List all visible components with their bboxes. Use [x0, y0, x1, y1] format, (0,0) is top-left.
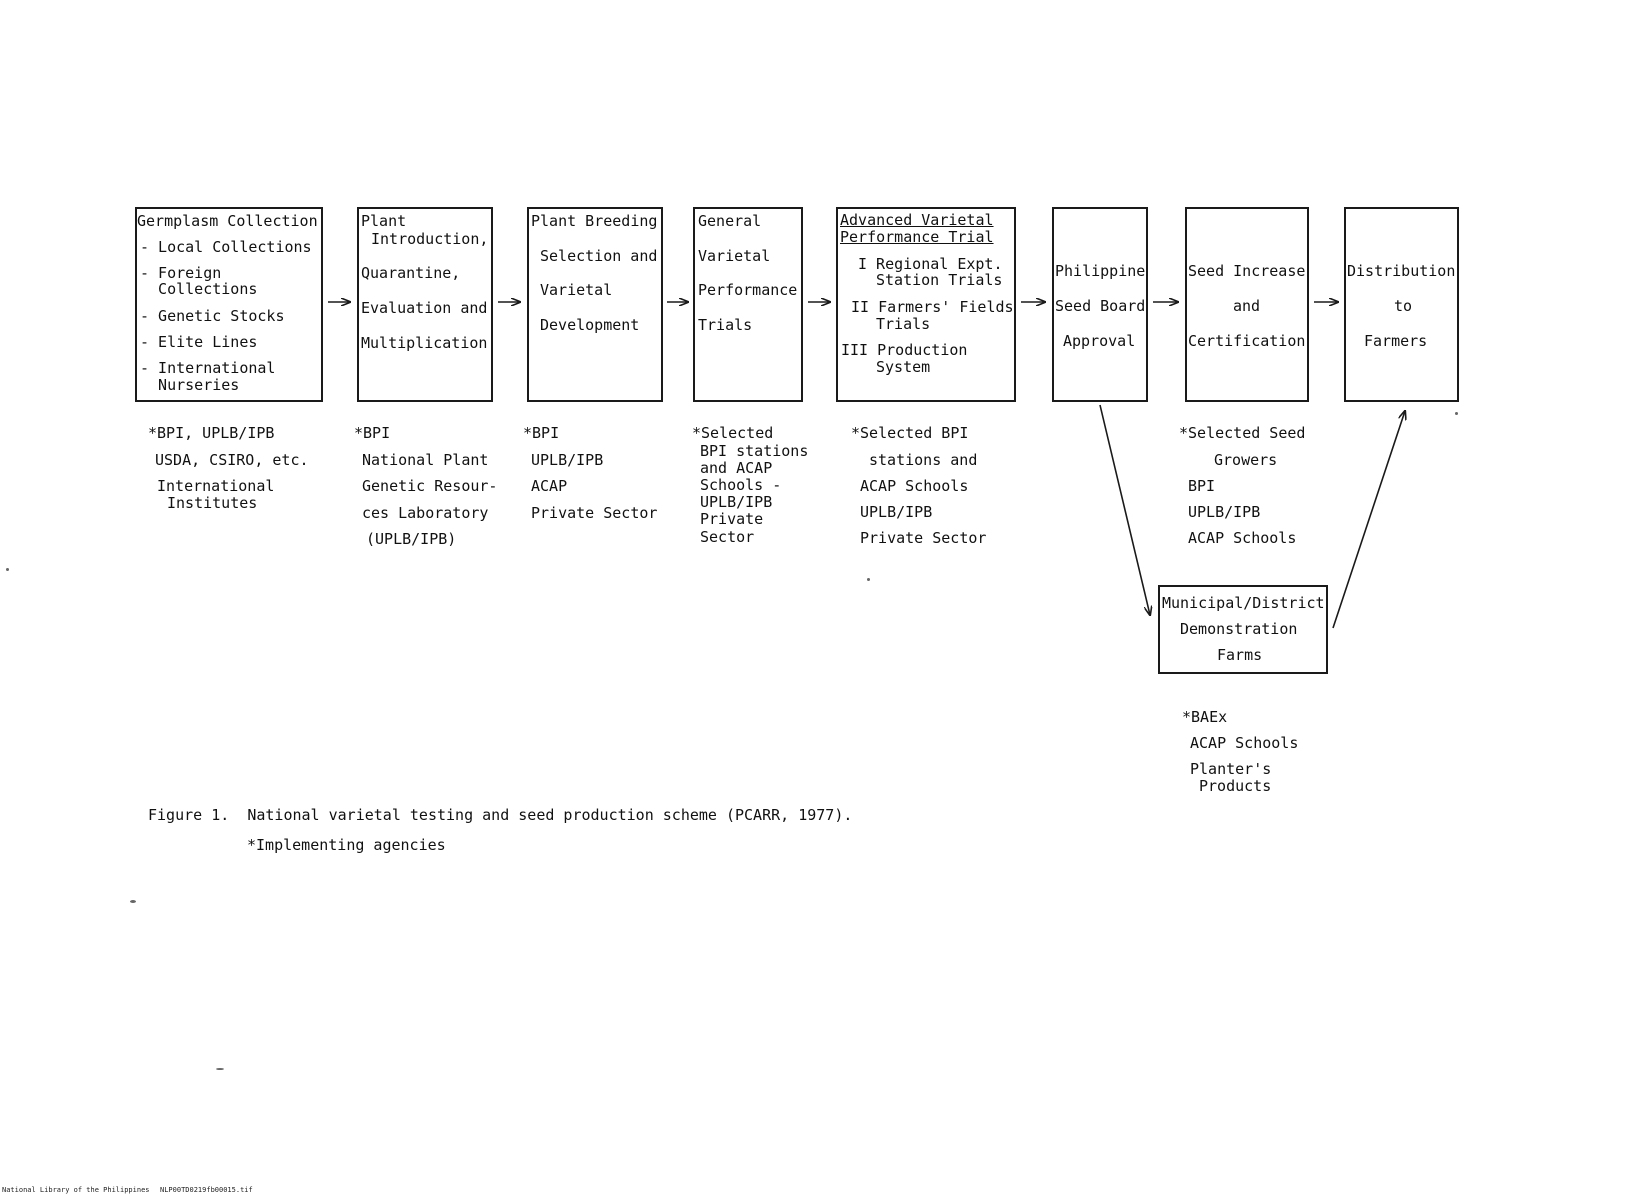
agency-line: Schools - — [700, 476, 782, 494]
agency-line: and ACAP — [700, 459, 773, 477]
germplasm-collection-box: Germplasm Collection - Local Collections… — [135, 207, 323, 402]
agency-line: BPI — [1188, 477, 1216, 495]
stage-line: Plant — [361, 212, 407, 230]
stage-line: - Local Collections — [140, 238, 312, 256]
footer-library: National Library of the Philippines — [2, 1186, 150, 1194]
agency-line: ces Laboratory — [362, 504, 489, 522]
stage-line: Performance — [698, 281, 798, 299]
agency-line: ACAP — [531, 477, 568, 495]
stage-line: - Genetic Stocks — [140, 307, 285, 325]
stage-line: Farms — [1217, 646, 1263, 664]
agency-line: UPLB/IPB — [531, 451, 604, 469]
stage-line: Municipal/District — [1162, 594, 1325, 612]
stage-line: Seed Board — [1055, 297, 1146, 315]
stage-line: II Farmers' Fields — [851, 298, 1014, 316]
agency-line: BPI stations — [700, 442, 809, 460]
agency-line: UPLB/IPB — [860, 503, 933, 521]
figure-caption: Figure 1. National varietal testing and … — [148, 806, 853, 824]
caption-note: *Implementing agencies — [247, 836, 446, 854]
agency-line: *Selected Seed — [1179, 424, 1306, 442]
scan-speck — [867, 578, 870, 581]
scan-speck — [216, 1068, 224, 1070]
agency-line: ACAP Schools — [1188, 529, 1297, 547]
agency-line: *Selected — [692, 424, 774, 442]
scan-speck — [130, 900, 136, 903]
agency-line: International — [157, 477, 275, 495]
agency-line: *Selected BPI — [851, 424, 969, 442]
stage-line: Trials — [698, 316, 753, 334]
distribution-box: Distribution to Farmers — [1344, 207, 1459, 402]
stage-line: Varietal — [698, 247, 771, 265]
stage-line: - International — [140, 359, 276, 377]
stage-line: Collections — [140, 280, 258, 298]
stage-line: System — [876, 358, 931, 376]
agency-line: Private — [700, 510, 764, 528]
agency-line: *BPI — [523, 424, 560, 442]
agency-line: (UPLB/IPB) — [366, 530, 457, 548]
agency-line: Institutes — [167, 494, 258, 512]
stage-line: Seed Increase — [1188, 262, 1306, 280]
stage-line: Distribution — [1347, 262, 1456, 280]
agency-line: Sector — [700, 528, 755, 546]
agency-line: Growers — [1214, 451, 1278, 469]
agency-line: stations and — [869, 451, 978, 469]
stage-line: Approval — [1063, 332, 1136, 350]
stage-line: Introduction, — [371, 230, 489, 248]
agency-line: UPLB/IPB — [700, 493, 773, 511]
stage-line: III Production — [841, 341, 968, 359]
seed-board-approval-box: Philippine Seed Board Approval — [1052, 207, 1148, 402]
stage-line: Philippine — [1055, 262, 1146, 280]
stage-line: Farmers — [1364, 332, 1428, 350]
stage-line: Plant Breeding — [531, 212, 658, 230]
stage-line: I Regional Expt. — [858, 255, 1003, 273]
stage-line: Nurseries — [140, 376, 240, 394]
stage-line: Trials — [876, 315, 931, 333]
general-varietal-trials-box: General Varietal Performance Trials — [693, 207, 803, 402]
plant-breeding-box: Plant Breeding Selection and Varietal De… — [527, 207, 663, 402]
stage-line: Development — [540, 316, 640, 334]
agency-line: USDA, CSIRO, etc. — [155, 451, 309, 469]
stage-line: - Elite Lines — [140, 333, 258, 351]
agency-line: Private Sector — [531, 504, 658, 522]
stage-line: Evaluation and — [361, 299, 488, 317]
agency-line: ACAP Schools — [860, 477, 969, 495]
footer-filename: NLP00TD0219fb00015.tif — [160, 1186, 253, 1194]
arrow-to-demo-farms — [1099, 404, 1150, 615]
demonstration-farms-box: Municipal/District Demonstration Farms — [1158, 585, 1328, 674]
agency-line: Genetic Resour- — [362, 477, 498, 495]
agency-line: *BPI, UPLB/IPB — [148, 424, 275, 442]
agency-line: *BAEx — [1182, 708, 1228, 726]
plant-introduction-box: Plant Introduction, Quarantine, Evaluati… — [357, 207, 493, 402]
arrow-to-distribution — [1332, 411, 1405, 629]
scan-speck — [1455, 412, 1458, 415]
stage-line: Station Trials — [876, 271, 1003, 289]
stage-line: Certification — [1188, 332, 1306, 350]
agency-line: UPLB/IPB — [1188, 503, 1261, 521]
stage-line: and — [1233, 297, 1261, 315]
agency-line: *BPI — [354, 424, 391, 442]
agency-line: National Plant — [362, 451, 489, 469]
advanced-varietal-trial-box: Advanced Varietal Performance Trial I Re… — [836, 207, 1016, 402]
seed-increase-box: Seed Increase and Certification — [1185, 207, 1309, 402]
stage-line: - Foreign — [140, 264, 222, 282]
stage-line: Varietal — [540, 281, 613, 299]
stage-line: to — [1394, 297, 1413, 315]
stage-line: Multiplication — [361, 334, 488, 352]
stage-line: Demonstration — [1180, 620, 1298, 638]
stage-line: Quarantine, — [361, 264, 461, 282]
agency-line: Private Sector — [860, 529, 987, 547]
agency-line: Planter's — [1190, 760, 1272, 778]
stage-line: Selection and — [540, 247, 658, 265]
stage-line: General — [698, 212, 762, 230]
agency-line: ACAP Schools — [1190, 734, 1299, 752]
stage-line: Performance Trial — [840, 228, 994, 246]
stage-line: Germplasm Collection — [137, 212, 318, 230]
stage-line: Advanced Varietal — [840, 211, 994, 229]
agency-line: Products — [1199, 777, 1272, 795]
scan-speck — [6, 568, 9, 571]
